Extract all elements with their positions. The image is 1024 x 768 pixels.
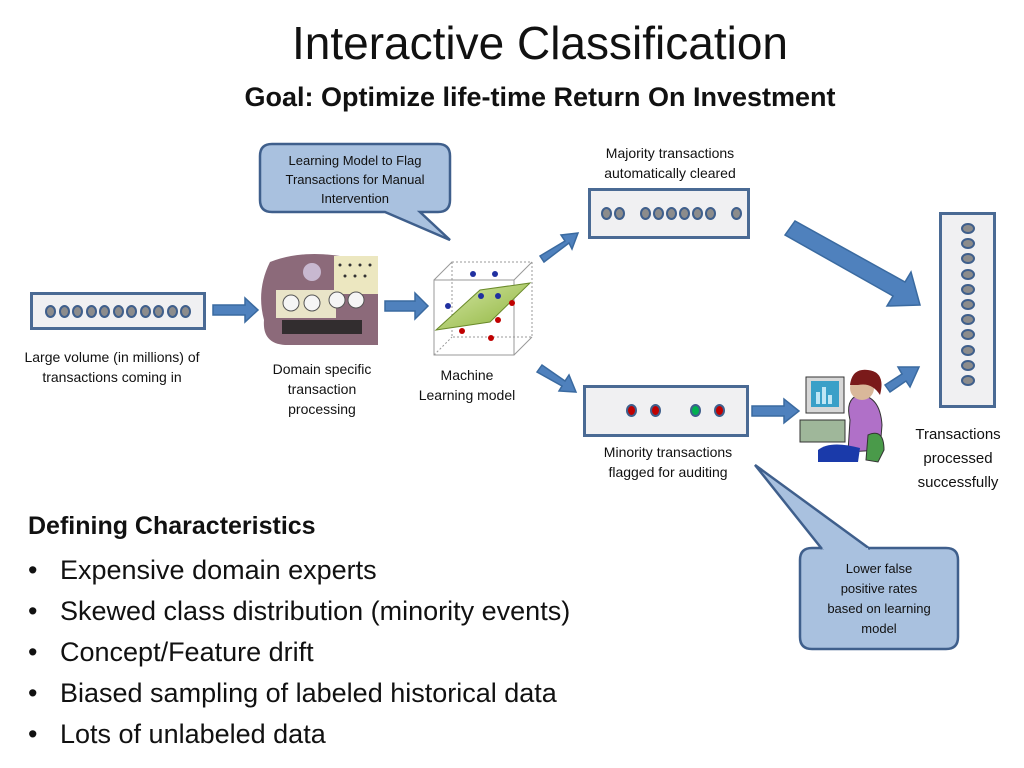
flagged-transaction-dot-red	[650, 404, 661, 417]
flagged-transaction-dot-red	[714, 404, 725, 417]
cleared-transaction-dot	[692, 207, 703, 220]
transaction-dot	[45, 305, 56, 318]
processed-transaction-dot	[961, 253, 975, 265]
characteristic-item: • Biased sampling of labeled historical d…	[28, 673, 570, 714]
bullet-icon: •	[28, 637, 38, 667]
processing-label-line: processing	[288, 401, 356, 417]
cleared-transaction-dot	[731, 207, 742, 220]
arrow-auditor-to-processed	[883, 366, 921, 394]
arrow-incoming-to-processing	[212, 296, 260, 324]
slide-title: Interactive Classification	[292, 17, 788, 69]
processed-label-line: Transactions	[915, 426, 1001, 443]
processed-transaction-dot	[961, 299, 975, 310]
model-label-line: Machine	[440, 367, 494, 383]
cleared-transaction-dot	[666, 207, 677, 220]
majority-transactions-box	[588, 188, 750, 239]
callout-bottom-line: positive rates	[840, 581, 918, 596]
transaction-dot	[58, 305, 70, 318]
characteristic-text: Biased sampling of labeled historical da…	[60, 678, 557, 708]
characteristic-item: • Expensive domain experts	[28, 550, 570, 591]
arrow-processing-to-model	[384, 291, 430, 321]
callout-bottom-line: based on learning	[827, 601, 931, 616]
3d-hyperplane-icon	[433, 261, 533, 356]
cleared-transaction-dot	[601, 207, 612, 220]
majority-label: Majority transactions automatically clea…	[580, 143, 760, 183]
minority-label-line: Minority transactions	[603, 444, 733, 460]
cleared-transaction-dot	[640, 207, 651, 220]
characteristic-text: Lots of unlabeled data	[60, 719, 326, 749]
characteristic-text: Skewed class distribution (minority even…	[60, 596, 571, 626]
processed-transaction-dot	[961, 223, 975, 234]
arrow-minority-to-auditor	[751, 397, 801, 425]
characteristic-text: Concept/Feature drift	[60, 637, 314, 667]
transaction-dot	[85, 305, 97, 318]
minority-label: Minority transactions flagged for auditi…	[578, 442, 758, 482]
bullet-icon: •	[28, 555, 38, 585]
computer-console-icon	[261, 254, 378, 345]
incoming-label: Large volume (in millions) of transactio…	[24, 349, 200, 385]
callout-bottom-line: model	[861, 621, 897, 636]
cleared-transaction-dot	[705, 207, 716, 220]
flagged-transaction-dot-red	[626, 404, 637, 417]
minority-label-line: flagged for auditing	[608, 464, 728, 480]
bullet-icon: •	[28, 596, 38, 626]
characteristics-heading: Defining Characteristics	[28, 512, 316, 540]
processed-label: Transactions processed successfully	[898, 423, 1018, 495]
cleared-transaction-dot	[679, 207, 690, 220]
transaction-dot	[153, 305, 164, 318]
flagged-transaction-dot-green	[690, 404, 701, 417]
characteristic-item: • Concept/Feature drift	[28, 632, 570, 673]
slide-subtitle: Goal: Optimize life-time Return On Inves…	[244, 82, 836, 112]
callout-top-line: Learning Model to Flag	[288, 153, 422, 168]
processed-label-line: processed	[923, 450, 993, 467]
callout-top-shape	[258, 142, 452, 242]
minority-transactions-box	[583, 385, 749, 437]
characteristic-text: Expensive domain experts	[60, 555, 377, 585]
callout-top-line: Transactions for Manual	[285, 172, 425, 187]
processed-transaction-dot	[961, 268, 975, 280]
processed-transaction-dot	[961, 314, 975, 326]
processed-label-line: successfully	[917, 474, 999, 491]
arrow-model-to-minority	[535, 363, 578, 393]
transaction-dot	[180, 305, 191, 318]
characteristics-list: • Expensive domain experts • Skewed class …	[28, 550, 570, 755]
callout-top-text: Learning Model to Flag Transactions for …	[262, 151, 448, 208]
processing-label-line: Domain specific	[272, 361, 372, 377]
majority-label-line: automatically cleared	[604, 165, 736, 181]
processed-transaction-dot	[961, 238, 975, 250]
transaction-dot	[112, 305, 124, 318]
processed-transaction-dot	[961, 359, 975, 371]
callout-bottom-text: Lower false positive rates based on lear…	[802, 559, 956, 639]
arrow-majority-to-processed	[783, 220, 921, 307]
transaction-dot	[99, 305, 110, 318]
cleared-transaction-dot	[653, 207, 664, 220]
transaction-dot	[166, 305, 178, 318]
auditor-at-computer-icon	[799, 369, 885, 463]
transaction-dot	[72, 305, 83, 318]
model-label: Machine Learning model	[402, 365, 532, 405]
characteristic-item: • Lots of unlabeled data	[28, 714, 570, 755]
callout-top-line: Intervention	[321, 191, 389, 206]
cleared-transaction-dot	[614, 207, 625, 220]
callout-bottom-line: Lower false	[845, 561, 913, 576]
bullet-icon: •	[28, 678, 38, 708]
processed-transaction-dot	[961, 329, 975, 341]
bullet-icon: •	[28, 719, 38, 749]
processed-transaction-dot	[961, 344, 975, 356]
model-label-line: Learning model	[418, 387, 516, 403]
callout-bottom-shape	[754, 463, 960, 651]
incoming-transactions-box	[30, 292, 206, 330]
transaction-dot	[126, 305, 137, 318]
characteristic-item: • Skewed class distribution (minority eve…	[28, 591, 570, 632]
processing-label-line: transaction	[287, 381, 357, 397]
processing-label: Domain specific transaction processing	[252, 359, 392, 419]
majority-label-line: Majority transactions	[605, 145, 735, 161]
transaction-dot	[139, 305, 151, 318]
processed-transaction-dot	[961, 375, 975, 386]
processed-transaction-dot	[961, 283, 975, 295]
arrow-model-to-majority	[538, 232, 580, 264]
processed-transactions-box	[939, 212, 996, 408]
